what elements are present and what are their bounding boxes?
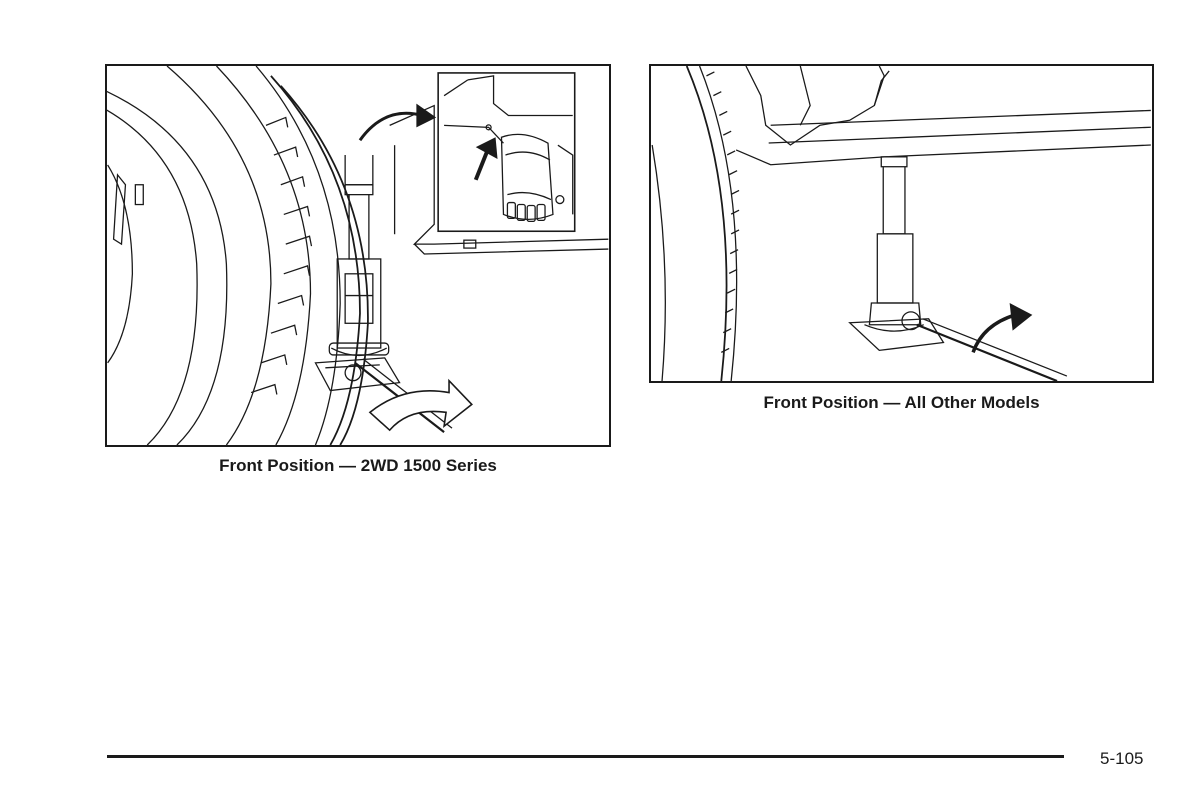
inset-detail xyxy=(437,72,576,233)
figure-caption-2wd: Front Position — 2WD 1500 Series xyxy=(219,456,497,475)
illustration-front-position-other xyxy=(649,64,1154,383)
frame-drawing xyxy=(389,104,609,255)
frame-drawing xyxy=(735,66,1151,166)
tire-drawing xyxy=(651,66,740,381)
tire-drawing xyxy=(107,66,369,445)
pointer-arrow-black xyxy=(358,103,437,142)
figure-caption-other: Front Position — All Other Models xyxy=(763,393,1040,412)
turn-arrow-black xyxy=(971,302,1033,353)
turn-arrow-white xyxy=(368,378,473,432)
footer-rule xyxy=(107,755,1064,758)
page-number: 5-105 xyxy=(1100,749,1144,768)
jack-drawing xyxy=(848,156,1068,381)
illustration-front-position-2wd xyxy=(105,64,611,447)
